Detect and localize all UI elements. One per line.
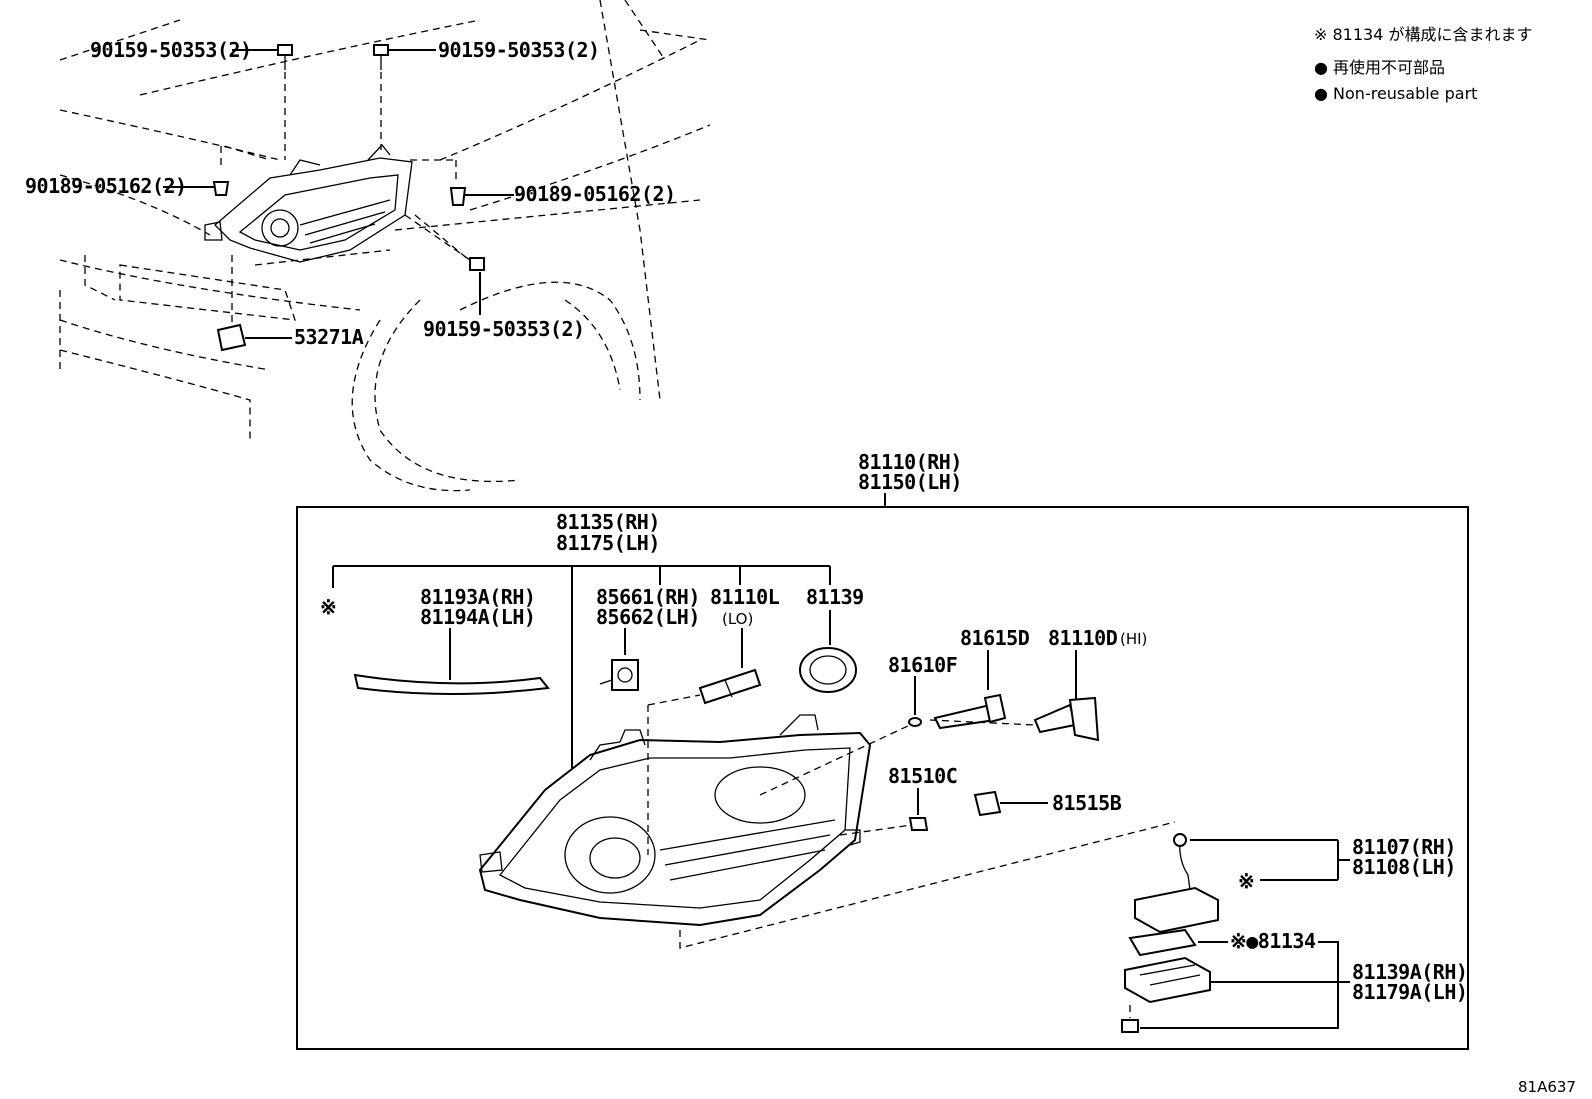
retainer-icon: [216, 255, 247, 352]
bolt-icon-top-right: [373, 44, 389, 150]
label-bolt-lower: 90159-50353(2): [423, 317, 585, 341]
label-housing-rh: 81135(RH): [556, 510, 660, 534]
label-trim-lh: 81194A(LH): [420, 605, 535, 629]
label-bulb-hi: 81110D: [1048, 626, 1118, 650]
legend-note: ※ 81134 が構成に含まれます: [1314, 25, 1532, 44]
socket-b-icon: [973, 790, 1002, 817]
label-socket-lh: 85662(LH): [596, 605, 700, 629]
label-bulb-lo-note: (LO): [722, 610, 753, 628]
label-bolt-top-left: 90159-50353(2): [90, 38, 252, 62]
bulb-d-icon: [933, 693, 1007, 730]
assembly-frame: [296, 506, 1469, 1050]
label-clip-left: 90189-05162(2): [25, 174, 187, 198]
label-retainer: 53271A: [294, 325, 364, 349]
label-computer-mark: ※: [1238, 869, 1254, 893]
bulb-f-icon: [908, 717, 922, 727]
label-gasket: ※●81134: [1230, 929, 1316, 953]
bulb-hi-icon: [1033, 696, 1100, 742]
legend-non-reusable-en: ● Non-reusable part: [1314, 84, 1477, 103]
label-trim-rh: 81193A(RH): [420, 585, 535, 609]
figure-id: 81A637: [1518, 1078, 1576, 1096]
legend-non-reusable-jp: ● 再使用不可部品: [1314, 58, 1445, 77]
headlamp-in-vehicle: [204, 144, 413, 263]
label-cap: 81139: [806, 585, 864, 609]
bracket-screw-icon: [1121, 1005, 1139, 1033]
label-housing-lh: 81175(LH): [556, 531, 660, 555]
bolt-icon-lower: [404, 214, 485, 271]
headlamp-housing: [478, 714, 872, 927]
label-socket-rh: 85661(RH): [596, 585, 700, 609]
vehicle-body-outline: [59, 0, 711, 492]
label-computer-lh: 81108(LH): [1352, 855, 1456, 879]
label-clip-right: 90189-05162(2): [514, 182, 676, 206]
bulb-lo-icon: [698, 668, 762, 705]
cap-icon: [799, 647, 857, 693]
label-bulb-d: 81615D: [960, 626, 1030, 650]
lamp-computer-icon: [1134, 833, 1219, 934]
socket-icon: [599, 659, 639, 691]
bracket-icon: [1124, 956, 1211, 1004]
label-bracket-rh: 81139A(RH): [1352, 960, 1467, 984]
label-headlamp-rh: 81110(RH): [858, 450, 962, 474]
label-socket-b: 81515B: [1052, 791, 1122, 815]
clip-icon-left: [212, 144, 271, 196]
label-bracket-lh: 81179A(LH): [1352, 980, 1467, 1004]
gasket-icon: [1128, 928, 1197, 957]
trim-strip: [353, 673, 550, 695]
bolt-icon-top-left: [277, 44, 293, 160]
label-computer-rh: 81107(RH): [1352, 835, 1456, 859]
label-bulb-hi-note: (HI): [1120, 630, 1147, 648]
label-bulb-c: 81510C: [888, 764, 957, 788]
bulb-c-icon: [908, 817, 929, 831]
label-bulb-f: 81610F: [888, 653, 957, 677]
label-note-mark: ※: [320, 595, 336, 619]
label-headlamp-lh: 81150(LH): [858, 470, 962, 494]
label-bulb-lo: 81110L: [710, 585, 780, 609]
clip-icon-right: [410, 159, 467, 206]
label-bolt-top-right: 90159-50353(2): [438, 38, 600, 62]
